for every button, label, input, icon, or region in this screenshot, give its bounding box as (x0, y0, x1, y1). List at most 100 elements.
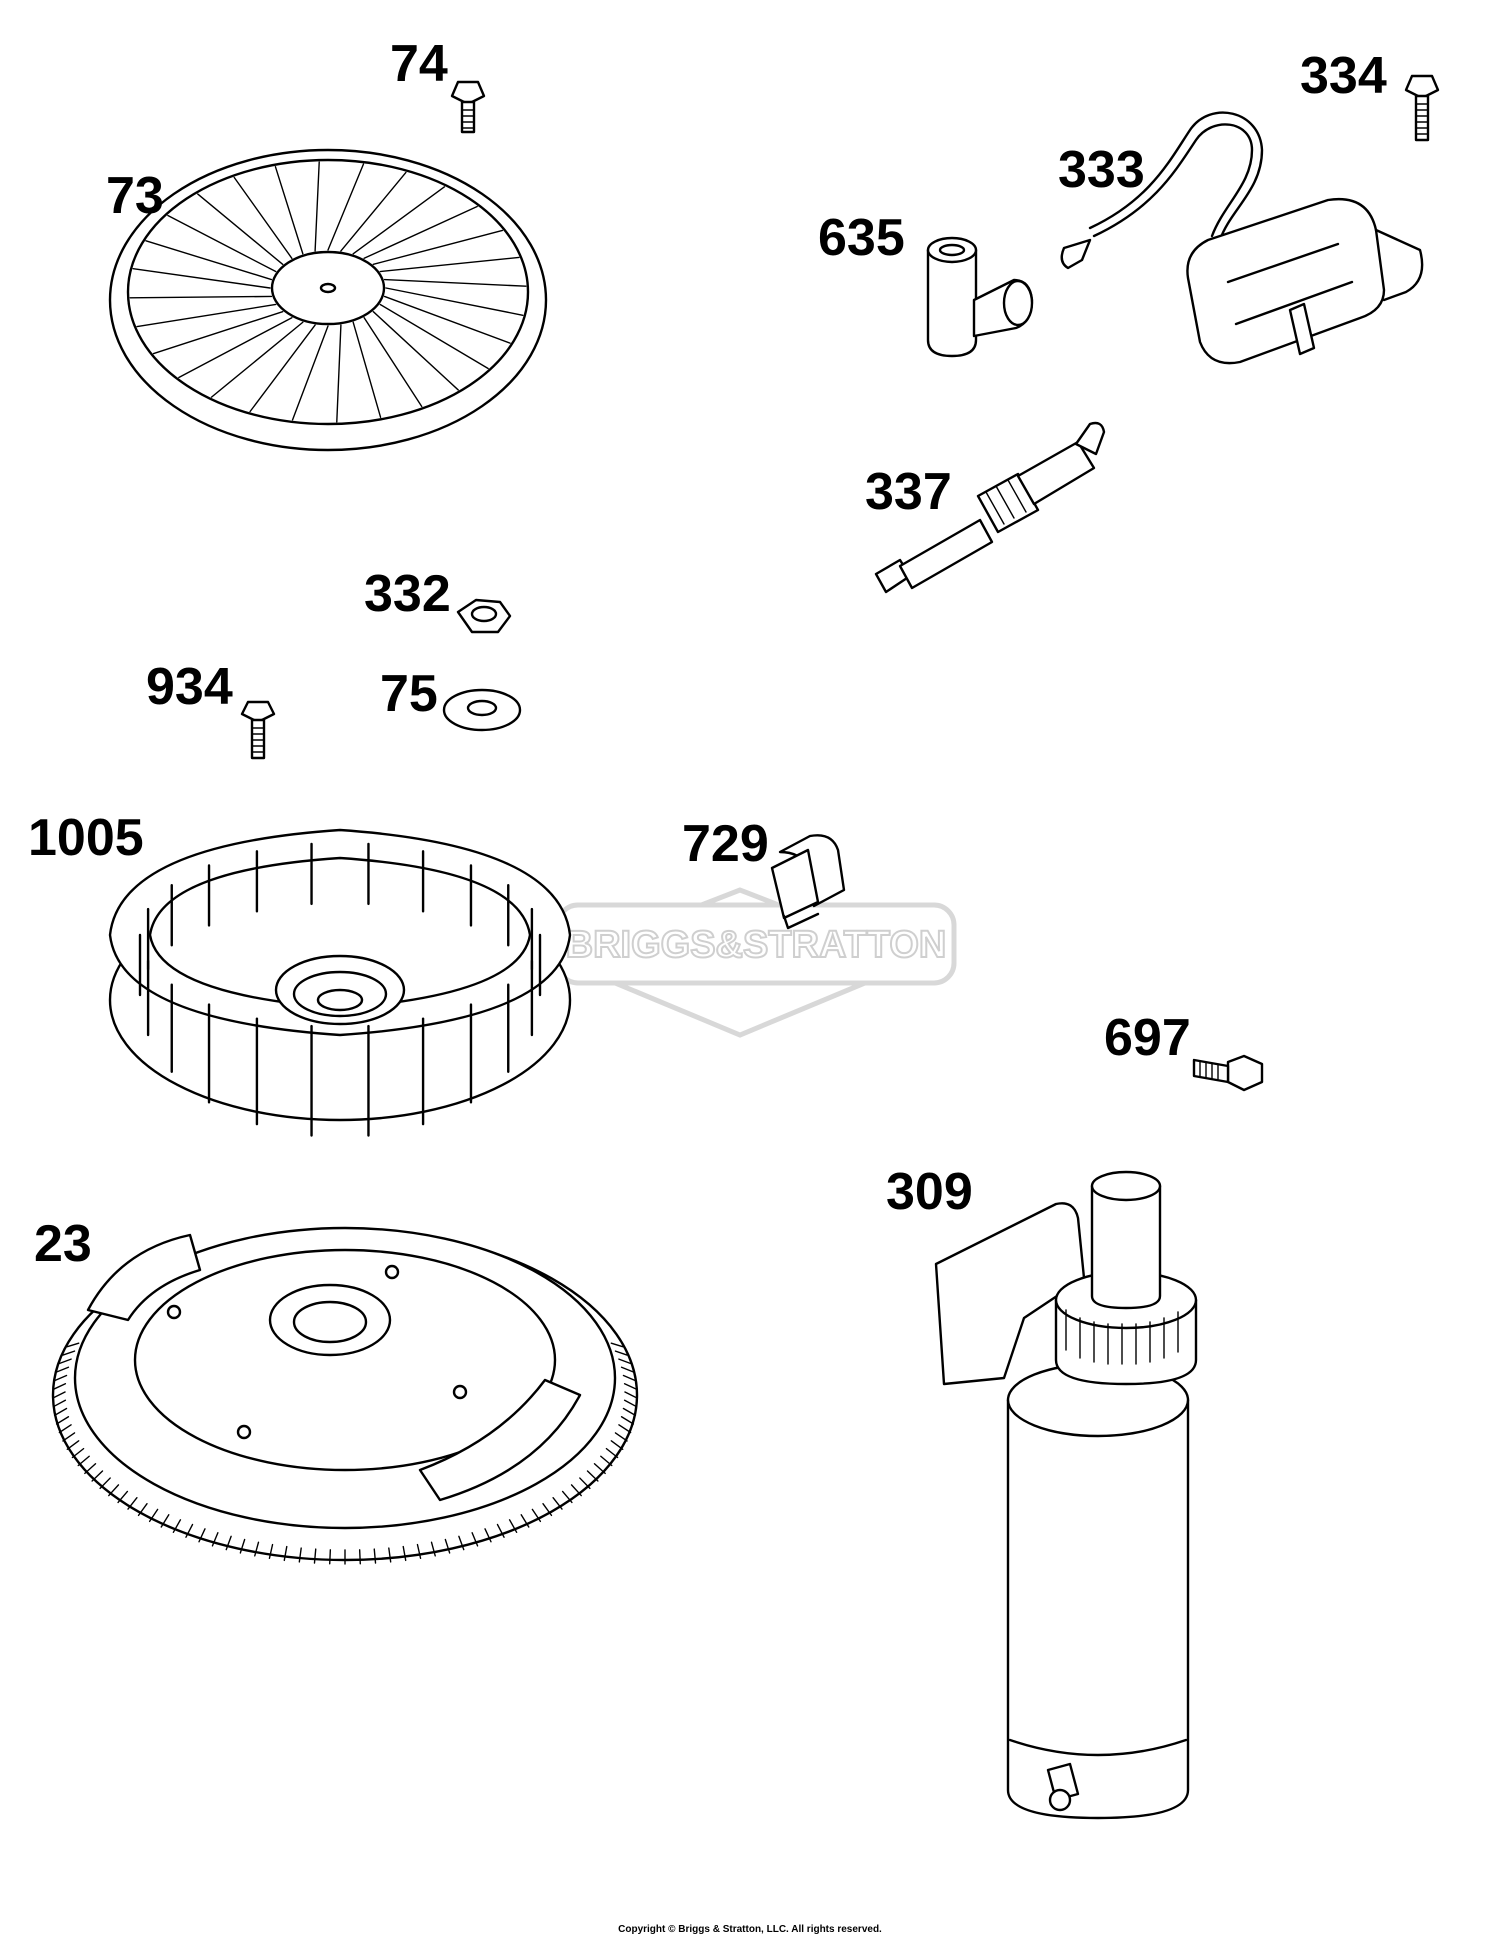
callout-934[interactable]: 934 (146, 658, 233, 716)
screen-spoke (132, 268, 271, 289)
callout-337[interactable]: 337 (865, 463, 952, 521)
screen-spoke (383, 295, 511, 344)
screen-spoke (314, 161, 320, 252)
ring-gear-tooth (542, 1503, 553, 1517)
ring-gear-tooth (458, 1535, 465, 1551)
callout-729[interactable]: 729 (682, 815, 769, 873)
screen-spoke (372, 310, 459, 391)
ring-gear-tooth (298, 1547, 302, 1563)
ring-gear-tooth (254, 1541, 260, 1557)
callout-74[interactable]: 74 (390, 35, 448, 93)
ring-gear-tooth (148, 1508, 159, 1523)
screen-spoke (379, 303, 489, 370)
callout-75[interactable]: 75 (380, 665, 438, 723)
callout-332[interactable]: 332 (364, 565, 451, 623)
ring-gear-tooth (211, 1532, 219, 1547)
ring-gear-tooth (62, 1432, 76, 1442)
screen-spoke (274, 165, 304, 255)
ring-gear-tooth (185, 1523, 194, 1538)
flywheel-23-drawing[interactable] (51, 1226, 639, 1565)
ring-gear-tooth (71, 1447, 85, 1459)
screen-spoke (385, 287, 524, 316)
ring-gear-tooth (622, 1374, 637, 1382)
ring-gear-tooth (624, 1391, 638, 1399)
callout-23[interactable]: 23 (34, 1215, 92, 1273)
callout-333[interactable]: 333 (1058, 141, 1145, 199)
ring-gear-tooth (58, 1424, 72, 1434)
screw-697-drawing[interactable] (1192, 1054, 1264, 1092)
ring-gear-tooth (62, 1350, 76, 1356)
screen-spoke (152, 310, 284, 355)
ring-gear-tooth (108, 1484, 120, 1497)
ring-gear-tooth (496, 1523, 505, 1538)
ring-gear-tooth (239, 1538, 246, 1554)
screen-spoke (352, 321, 382, 419)
screw-334-drawing[interactable] (1404, 74, 1440, 142)
screen-spoke (178, 317, 293, 379)
ring-gear-tooth (508, 1519, 518, 1533)
screen-spoke (363, 317, 423, 408)
flywheel-fan-1005-drawing[interactable] (108, 828, 572, 1137)
ring-gear-tooth (313, 1548, 317, 1564)
screen-spoke (372, 229, 504, 266)
ring-gear-tooth (91, 1470, 104, 1482)
ring-gear-tooth (614, 1350, 628, 1356)
spark-plug-boot-635-drawing[interactable] (926, 236, 1034, 358)
ring-gear-tooth (84, 1463, 97, 1475)
spark-plug-337-drawing[interactable] (874, 421, 1106, 594)
screen-spoke (363, 205, 478, 259)
ring-gear-tooth (614, 1432, 628, 1442)
ring-gear-tooth (198, 1528, 206, 1543)
screw-934-drawing[interactable] (240, 700, 276, 760)
callout-309[interactable]: 309 (886, 1163, 973, 1221)
ring-gear-tooth (225, 1535, 232, 1551)
ring-gear-tooth (52, 1399, 67, 1408)
callout-73[interactable]: 73 (106, 167, 164, 225)
screen-spoke (167, 214, 277, 273)
ring-gear-tooth (283, 1545, 288, 1562)
screen-spoke (249, 324, 316, 413)
callout-697[interactable]: 697 (1104, 1009, 1191, 1067)
callout-334[interactable]: 334 (1300, 47, 1387, 105)
ring-gear-tooth (416, 1543, 422, 1560)
ring-gear-tooth (620, 1416, 635, 1425)
ring-gear-tooth (402, 1545, 407, 1562)
ring-gear-tooth (53, 1374, 68, 1382)
ring-gear-tooth (430, 1541, 436, 1557)
ring-gear-tooth (77, 1455, 90, 1467)
ground-clip-729-drawing[interactable] (770, 834, 846, 930)
ring-gear-tooth (552, 1497, 563, 1510)
screen-spoke (291, 325, 329, 421)
copyright-notice: Copyright © Briggs & Stratton, LLC. All … (618, 1924, 882, 1935)
ring-gear-tooth (620, 1366, 635, 1373)
screen-spoke (352, 186, 446, 255)
rotating-screen-73-drawing[interactable] (108, 148, 548, 452)
ring-gear-tooth (618, 1424, 632, 1434)
ring-gear-tooth (58, 1358, 72, 1365)
starter-motor-309-drawing[interactable] (934, 1170, 1198, 1820)
armature-333-drawing[interactable] (1060, 111, 1424, 365)
ring-gear-tooth (610, 1440, 624, 1450)
callout-1005[interactable]: 1005 (28, 809, 144, 867)
ring-gear-tooth (618, 1358, 632, 1365)
ring-gear-tooth (329, 1549, 332, 1565)
ring-gear-tooth (55, 1416, 70, 1425)
brand-watermark: BRIGGS&STRATTON (553, 887, 957, 1038)
ring-gear-tooth (373, 1548, 377, 1564)
ring-gear-tooth (66, 1440, 80, 1450)
screen-spoke (136, 303, 277, 328)
ring-gear-tooth (600, 1455, 613, 1467)
washer-75-drawing[interactable] (442, 688, 522, 732)
ring-gear-tooth (531, 1508, 542, 1523)
ring-gear-tooth (610, 1342, 624, 1348)
callout-635[interactable]: 635 (818, 209, 905, 267)
nut-332-drawing[interactable] (456, 598, 512, 634)
ring-gear-tooth (593, 1463, 606, 1475)
ring-gear-tooth (160, 1514, 170, 1528)
ring-gear-tooth (622, 1407, 637, 1417)
ring-gear-tooth (570, 1484, 582, 1497)
screen-spoke (379, 256, 520, 273)
screen-spoke (197, 193, 284, 266)
bolt-74-drawing[interactable] (450, 80, 486, 134)
